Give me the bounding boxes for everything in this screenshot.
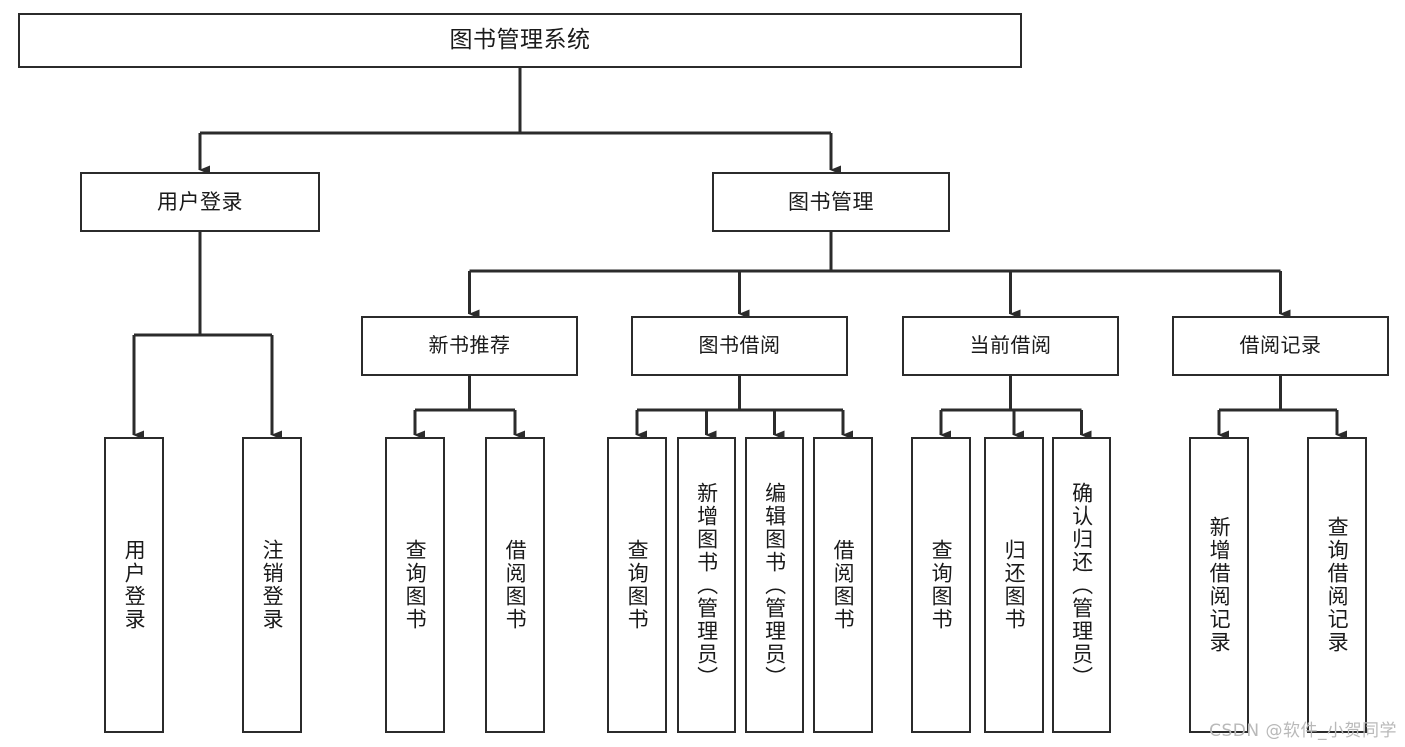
node-label: 新增借阅记录 [1207, 516, 1232, 654]
node-label: 借阅图书 [503, 539, 528, 631]
node-label: 借阅记录 [1239, 333, 1322, 358]
leaf-node-leaf-query-record[interactable]: 查询借阅记录 [1307, 437, 1367, 733]
node-label: 图书借阅 [698, 333, 781, 358]
leaf-node-leaf-query-book-1[interactable]: 查询图书 [385, 437, 445, 733]
leaf-node-leaf-add-record[interactable]: 新增借阅记录 [1189, 437, 1249, 733]
node-label: 确认归还（管理员） [1069, 481, 1094, 689]
node-label: 新书推荐 [428, 333, 511, 358]
node-label: 注销登录 [260, 539, 285, 631]
node-label: 用户登录 [157, 189, 243, 214]
edge-group [132, 68, 1347, 440]
node-label: 查询图书 [403, 539, 428, 631]
node-new-book-recommend[interactable]: 新书推荐 [361, 316, 578, 376]
leaf-node-leaf-add-book[interactable]: 新增图书（管理员） [677, 437, 736, 733]
leaf-node-leaf-borrow-book-1[interactable]: 借阅图书 [485, 437, 545, 733]
node-label: 新增图书（管理员） [694, 481, 719, 689]
node-label: 查询图书 [625, 539, 650, 631]
node-label: 查询借阅记录 [1325, 516, 1350, 654]
node-user-login[interactable]: 用户登录 [80, 172, 320, 232]
leaf-node-leaf-query-book-2[interactable]: 查询图书 [607, 437, 667, 733]
node-borrow-record[interactable]: 借阅记录 [1172, 316, 1389, 376]
node-root[interactable]: 图书管理系统 [18, 13, 1022, 68]
node-label: 图书管理 [788, 189, 874, 214]
node-label: 用户登录 [122, 539, 147, 631]
node-label: 借阅图书 [831, 539, 856, 631]
leaf-node-leaf-confirm-return[interactable]: 确认归还（管理员） [1052, 437, 1111, 733]
node-book-borrow[interactable]: 图书借阅 [631, 316, 848, 376]
node-label: 查询图书 [929, 539, 954, 631]
leaf-node-leaf-user-login[interactable]: 用户登录 [104, 437, 164, 733]
node-label: 图书管理系统 [449, 26, 591, 53]
leaf-node-leaf-query-book-3[interactable]: 查询图书 [911, 437, 971, 733]
leaf-node-leaf-borrow-book-2[interactable]: 借阅图书 [813, 437, 873, 733]
leaf-node-leaf-edit-book[interactable]: 编辑图书（管理员） [745, 437, 804, 733]
leaf-node-leaf-user-logout[interactable]: 注销登录 [242, 437, 302, 733]
watermark-label: CSDN @软件_小贺同学 [1209, 721, 1397, 741]
node-label: 当前借阅 [969, 333, 1052, 358]
node-book-manage[interactable]: 图书管理 [712, 172, 950, 232]
node-current-borrow[interactable]: 当前借阅 [902, 316, 1119, 376]
leaf-node-leaf-return-book[interactable]: 归还图书 [984, 437, 1044, 733]
node-label: 编辑图书（管理员） [762, 481, 787, 689]
node-label: 归还图书 [1002, 539, 1027, 631]
